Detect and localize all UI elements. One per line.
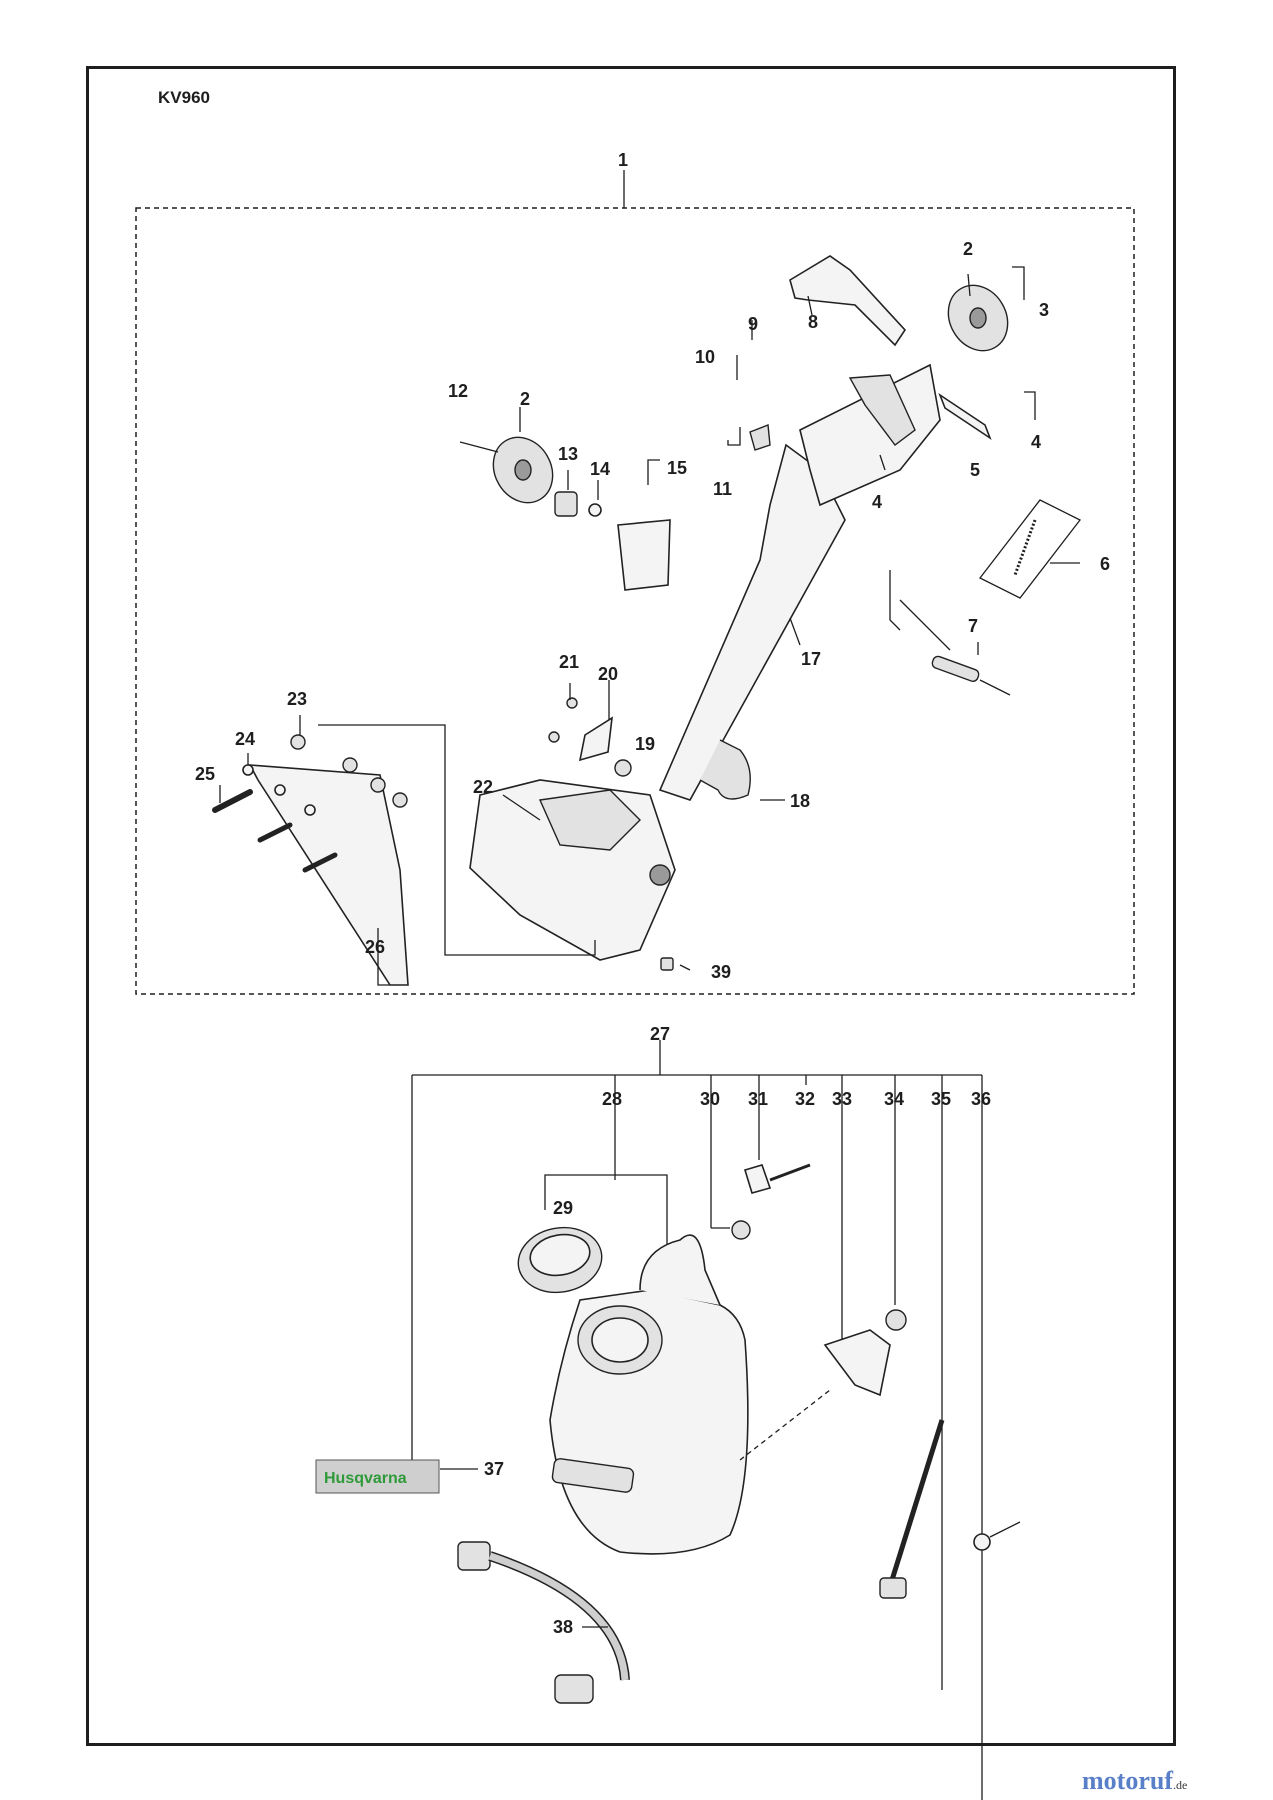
- callout-21: 21: [559, 652, 579, 672]
- callout-5: 5: [970, 460, 980, 480]
- callout-8: 8: [808, 312, 818, 332]
- nut: [370, 777, 386, 793]
- washer: [274, 784, 286, 796]
- callout-30: 30: [700, 1089, 720, 1109]
- nut-23: [290, 734, 306, 750]
- callout-24: 24: [235, 729, 255, 749]
- knob-2-right: [947, 284, 1009, 352]
- callout-20: 20: [598, 664, 618, 684]
- callout-35: 35: [931, 1089, 951, 1109]
- handle-tube: [658, 363, 941, 801]
- callout-12: 12: [448, 381, 468, 401]
- callout-7: 7: [968, 616, 978, 636]
- pin-32: [769, 1163, 811, 1182]
- nut-19: [614, 759, 632, 777]
- bracket-15: [617, 519, 671, 591]
- base-bracket-22: [469, 779, 676, 961]
- callout-34: 34: [884, 1089, 904, 1109]
- bolt-25: [212, 789, 253, 813]
- bolt: [257, 822, 293, 843]
- grommet-30: [731, 1220, 751, 1240]
- model-title: KV960: [158, 88, 210, 107]
- clip-11: [749, 424, 771, 451]
- callout-19: 19: [635, 734, 655, 754]
- rod-35: [889, 1419, 945, 1581]
- callout-31: 31: [748, 1089, 768, 1109]
- logo-text: Husqvarna: [324, 1470, 407, 1487]
- pin-7: [931, 655, 1011, 696]
- watermark: motoruf.de: [1082, 1766, 1187, 1796]
- nut-34: [885, 1309, 907, 1331]
- watermark-tld: .de: [1172, 1778, 1188, 1792]
- callout-2: 2: [963, 239, 973, 259]
- nut: [392, 792, 408, 808]
- o-ring-36: [973, 1533, 991, 1551]
- screw-39: [660, 957, 674, 971]
- callout-26: 26: [365, 937, 385, 957]
- callout-27: 27: [650, 1024, 670, 1044]
- clip-31: [743, 1164, 772, 1194]
- callout-33: 33: [832, 1089, 852, 1109]
- lever-8: [789, 255, 907, 347]
- nut-21b: [548, 731, 560, 743]
- plate-26: [248, 764, 409, 986]
- washer-24: [242, 764, 254, 776]
- fitting-35: [879, 1577, 907, 1599]
- callout-4: 4: [872, 492, 882, 512]
- washer: [304, 804, 316, 816]
- spring-6: [979, 499, 1081, 599]
- callout-17: 17: [801, 649, 821, 669]
- assembly-1-boundary: [135, 207, 1135, 995]
- u-bolt-18: [699, 739, 751, 800]
- callout-23: 23: [287, 689, 307, 709]
- link-20: [578, 716, 613, 762]
- callout-32: 32: [795, 1089, 815, 1109]
- fuel-tank-28: [549, 1234, 749, 1555]
- callout-14: 14: [590, 459, 610, 479]
- watermark-brand: motoruf: [1082, 1766, 1173, 1795]
- callout-15: 15: [667, 458, 687, 478]
- callout-36: 36: [971, 1089, 991, 1109]
- plate-5: [938, 392, 992, 441]
- callout-25: 25: [195, 764, 215, 784]
- nut-21: [566, 697, 578, 709]
- husqvarna-logo-37: Husqvarna: [315, 1459, 440, 1494]
- callout-11: 11: [713, 479, 732, 499]
- callout-6: 6: [1100, 554, 1110, 574]
- callout-18: 18: [790, 791, 810, 811]
- callout-1: 1: [618, 150, 628, 170]
- callout-4: 4: [1031, 432, 1041, 452]
- callout-38: 38: [553, 1617, 573, 1637]
- callout-9: 9: [748, 314, 758, 334]
- callout-37: 37: [484, 1459, 504, 1479]
- diagram-frame: [86, 66, 1176, 1746]
- callout-10: 10: [695, 347, 715, 367]
- callout-39: 39: [711, 962, 731, 982]
- spacer-13: [554, 491, 578, 517]
- bracket-33: [823, 1329, 891, 1397]
- callout-28: 28: [602, 1089, 622, 1109]
- callout-22: 22: [473, 777, 493, 797]
- callout-29: 29: [553, 1198, 573, 1218]
- nut: [342, 757, 358, 773]
- washer-14: [588, 503, 602, 517]
- knob-2-left: [492, 436, 554, 504]
- callout-13: 13: [558, 444, 578, 464]
- cap-29: [517, 1226, 603, 1294]
- callout-2: 2: [520, 389, 530, 409]
- hose-38: [457, 1541, 630, 1704]
- callout-3: 3: [1039, 300, 1049, 320]
- bolt: [302, 852, 338, 873]
